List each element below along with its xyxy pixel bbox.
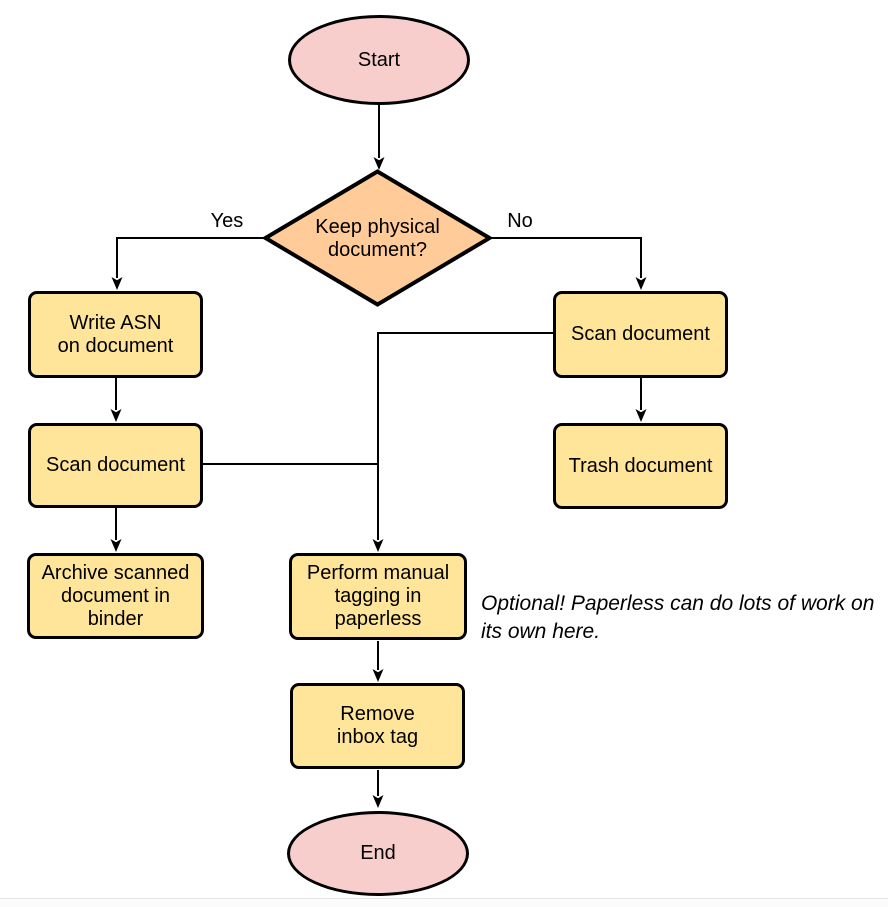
node-end-label: End bbox=[360, 842, 396, 864]
node-decision-label: Keep physical document? bbox=[315, 215, 440, 261]
node-archive-binder: Archive scanned document in binder bbox=[27, 553, 204, 639]
bottom-strip bbox=[0, 899, 888, 907]
node-scan-document-left-label: Scan document bbox=[46, 454, 185, 476]
decision-diamond bbox=[261, 169, 494, 307]
node-archive-binder-label: Archive scanned document in binder bbox=[41, 561, 190, 630]
node-end: End bbox=[287, 811, 469, 896]
node-remove-inbox-tag-label: Remove inbox tag bbox=[336, 703, 419, 748]
node-trash-document-label: Trash document bbox=[568, 454, 713, 477]
node-scan-document-right-label: Scan document bbox=[571, 323, 710, 345]
node-scan-document-left: Scan document bbox=[28, 423, 203, 508]
node-scan-document-right: Scan document bbox=[553, 291, 728, 378]
node-decision-label-box: Keep physical document? bbox=[277, 196, 478, 281]
node-trash-document: Trash document bbox=[553, 423, 728, 509]
node-remove-inbox-tag: Remove inbox tag bbox=[290, 683, 465, 769]
node-manual-tagging: Perform manual tagging in paperless bbox=[289, 553, 467, 640]
node-write-asn: Write ASN on document bbox=[28, 291, 203, 378]
edge-scan-right-to-tagging bbox=[372, 332, 553, 552]
bottom-divider bbox=[0, 898, 888, 899]
node-write-asn-label: Write ASN on document bbox=[57, 311, 174, 357]
edge-decision-no-to-scan-right bbox=[490, 237, 647, 290]
edge-decision-yes-to-write-asn bbox=[111, 237, 265, 290]
node-start: Start bbox=[288, 15, 470, 105]
node-manual-tagging-label: Perform manual tagging in paperless bbox=[306, 562, 450, 630]
edge-label-no: No bbox=[507, 210, 533, 232]
node-start-label: Start bbox=[357, 48, 401, 71]
optional-note: Optional! Paperless can do lots of work … bbox=[481, 592, 875, 643]
edge-label-yes: Yes bbox=[210, 210, 244, 232]
